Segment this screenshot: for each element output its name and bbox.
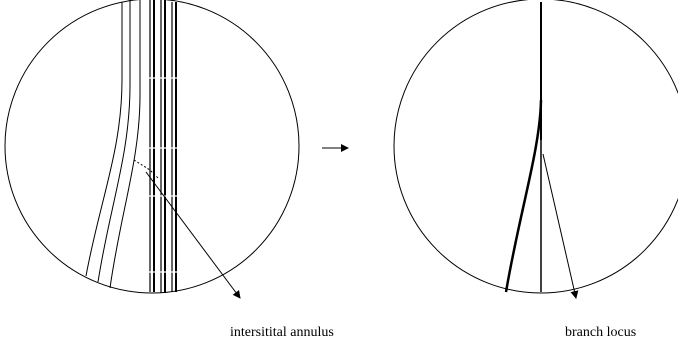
branch-pointer-arrow (542, 153, 579, 299)
annulus-pointer-arrow (145, 171, 241, 299)
left-disk-boundary (4, 0, 300, 294)
label-intersitital-annulus: intersitital annulus (230, 325, 334, 340)
curved-strand-2 (97, 0, 131, 283)
label-branch-locus: branch locus (565, 325, 636, 340)
curved-strand-1 (85, 2, 123, 277)
left-branch (504, 99, 543, 293)
right-disk-boundary (393, 0, 678, 294)
strand-gaps (146, 77, 180, 273)
curved-strand-3 (109, 0, 141, 289)
left-disk (4, 0, 300, 299)
right-disk (393, 0, 678, 299)
